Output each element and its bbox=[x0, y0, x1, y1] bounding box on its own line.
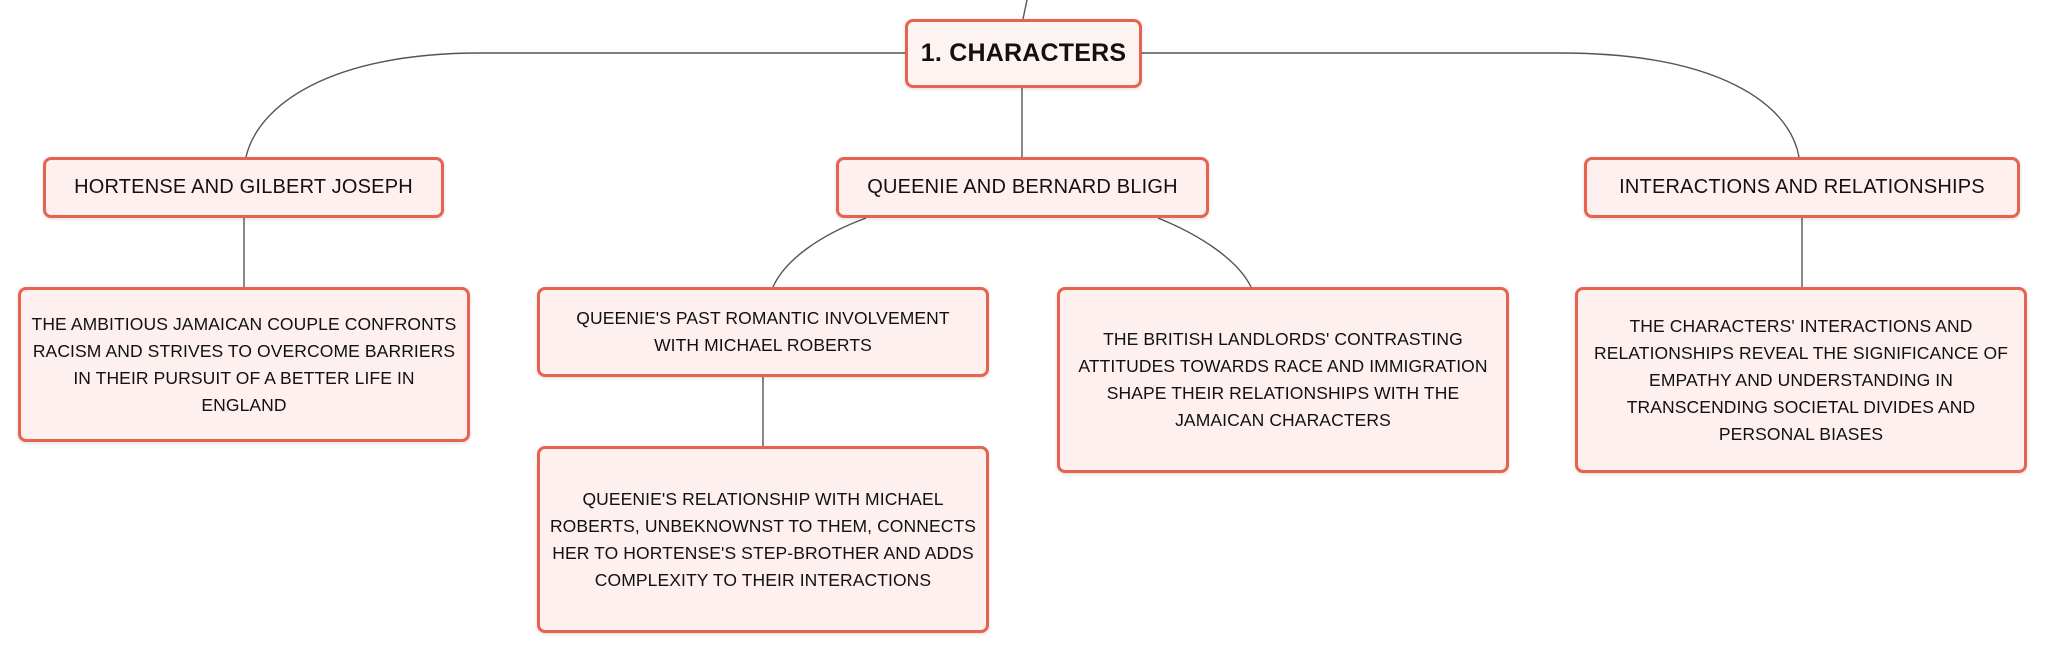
node-hortense-and-gilbert-joseph[interactable]: HORTENSE AND GILBERT JOSEPH bbox=[43, 157, 444, 218]
node-queenie-and-bernard-bligh[interactable]: QUEENIE AND BERNARD BLIGH bbox=[836, 157, 1209, 218]
node-interactions-and-relationships[interactable]: INTERACTIONS AND RELATIONSHIPS bbox=[1584, 157, 2020, 218]
node-label: HORTENSE AND GILBERT JOSEPH bbox=[74, 176, 413, 198]
node-queenie-relationship-michael-roberts[interactable]: QUEENIE'S RELATIONSHIP WITH MICHAEL ROBE… bbox=[537, 446, 989, 633]
node-label: INTERACTIONS AND RELATIONSHIPS bbox=[1619, 176, 1985, 198]
connector-queenie-to-romantic bbox=[772, 217, 867, 288]
node-ambitious-jamaican-couple[interactable]: THE AMBITIOUS JAMAICAN COUPLE CONFRONTS … bbox=[18, 287, 470, 442]
node-label: QUEENIE'S RELATIONSHIP WITH MICHAEL ROBE… bbox=[549, 488, 977, 590]
node-empathy-and-understanding[interactable]: THE CHARACTERS' INTERACTIONS AND RELATIO… bbox=[1575, 287, 2027, 473]
connector-root-to-hortense bbox=[245, 52, 905, 158]
node-british-landlords[interactable]: THE BRITISH LANDLORDS' CONTRASTING ATTIT… bbox=[1057, 287, 1509, 473]
node-label: THE BRITISH LANDLORDS' CONTRASTING ATTIT… bbox=[1078, 329, 1488, 430]
node-label: THE CHARACTERS' INTERACTIONS AND RELATIO… bbox=[1593, 315, 2009, 444]
root-node-label: 1. CHARACTERS bbox=[920, 39, 1127, 67]
connector-queenie-to-landlords bbox=[1157, 217, 1252, 288]
node-label: QUEENIE AND BERNARD BLIGH bbox=[867, 176, 1178, 198]
connector-root-to-interactions bbox=[1142, 52, 1800, 158]
node-queenie-past-romance[interactable]: QUEENIE'S PAST ROMANTIC INVOLVEMENT WITH… bbox=[537, 287, 989, 377]
connector-parent-to-root bbox=[1022, 0, 1028, 20]
node-label: THE AMBITIOUS JAMAICAN COUPLE CONFRONTS … bbox=[31, 313, 457, 415]
root-node-characters[interactable]: 1. CHARACTERS bbox=[905, 19, 1142, 88]
node-label: QUEENIE'S PAST ROMANTIC INVOLVEMENT WITH… bbox=[576, 308, 950, 355]
